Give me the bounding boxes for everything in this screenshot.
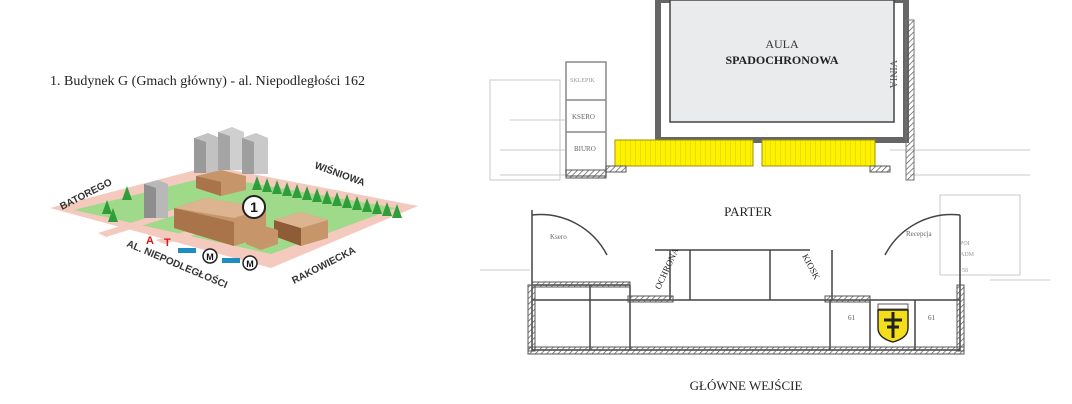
footpath: [98, 204, 198, 237]
aula-hall[interactable]: [669, 0, 895, 123]
inner-wall: [531, 281, 631, 288]
inner-wall: [627, 295, 674, 303]
room-61-left: 61: [848, 314, 856, 322]
room-recepcja: Recepcja: [906, 230, 933, 238]
top-left-rooms: [565, 61, 607, 179]
outer-wall-left: [527, 284, 536, 352]
room-poi: POI: [960, 241, 970, 247]
sign-a: A: [146, 235, 154, 247]
metro-label: M: [206, 252, 214, 262]
grey-tower: [144, 180, 168, 218]
metro-icon[interactable]: [202, 248, 218, 264]
street-wisniowa: WIŚNIOWA: [313, 159, 367, 189]
room-58: 58: [962, 268, 968, 274]
sign-t: T: [164, 237, 171, 249]
floor-title: PARTER: [724, 204, 772, 219]
room-ksero-top: KSERO: [572, 113, 595, 121]
tower-buildings: [194, 127, 268, 174]
crest-icon[interactable]: [877, 303, 909, 343]
bus-shelter: [222, 258, 240, 263]
room-61-right: 61: [928, 314, 936, 322]
building-marker-number: 1: [250, 199, 258, 215]
room-adm: ADM: [960, 252, 975, 258]
main-entrance-label: GŁÓWNE WEJŚCIE: [690, 378, 803, 393]
bus-shelter: [178, 248, 196, 253]
faded-walls: [480, 79, 1050, 281]
outer-wall-right: [956, 284, 965, 352]
aula-label: SPADOCHRONOWA: [725, 53, 838, 67]
room-vinia: VINIA: [887, 60, 898, 89]
highlight-hatch: [762, 140, 875, 166]
tree-row: [102, 176, 402, 222]
metro-label: M: [246, 259, 254, 269]
room-biuro: BIURO: [574, 145, 596, 153]
page-caption: 1. Budynek G (Gmach główny) - al. Niepod…: [50, 74, 365, 89]
outer-wall-bottom: [527, 346, 965, 355]
wall-segment: [869, 165, 891, 173]
main-building-complex: [174, 170, 328, 250]
vinia-wall: [905, 19, 915, 181]
floor-plan: AULA SPADOCHRONOWA SKLEPIK KSERO BIURO V…: [480, 0, 1050, 393]
highlight-hatch: [615, 140, 753, 166]
room-sklepik: SKLEPIK: [570, 78, 595, 84]
room-ksero-left: Ksero: [550, 233, 567, 241]
building-marker-circle[interactable]: [242, 195, 266, 219]
room-kiosk: KIOSK: [800, 252, 822, 281]
metro-icon[interactable]: [242, 255, 258, 271]
room-ochrona: OCHRONA: [653, 246, 681, 291]
aula-label: AULA: [765, 37, 799, 51]
wall-segment: [605, 165, 627, 173]
inner-wall: [824, 295, 871, 303]
campus-map: BATOREGO WIŚNIOWA AL. NIEPODLEGŁOŚCI RAK…: [50, 127, 418, 291]
